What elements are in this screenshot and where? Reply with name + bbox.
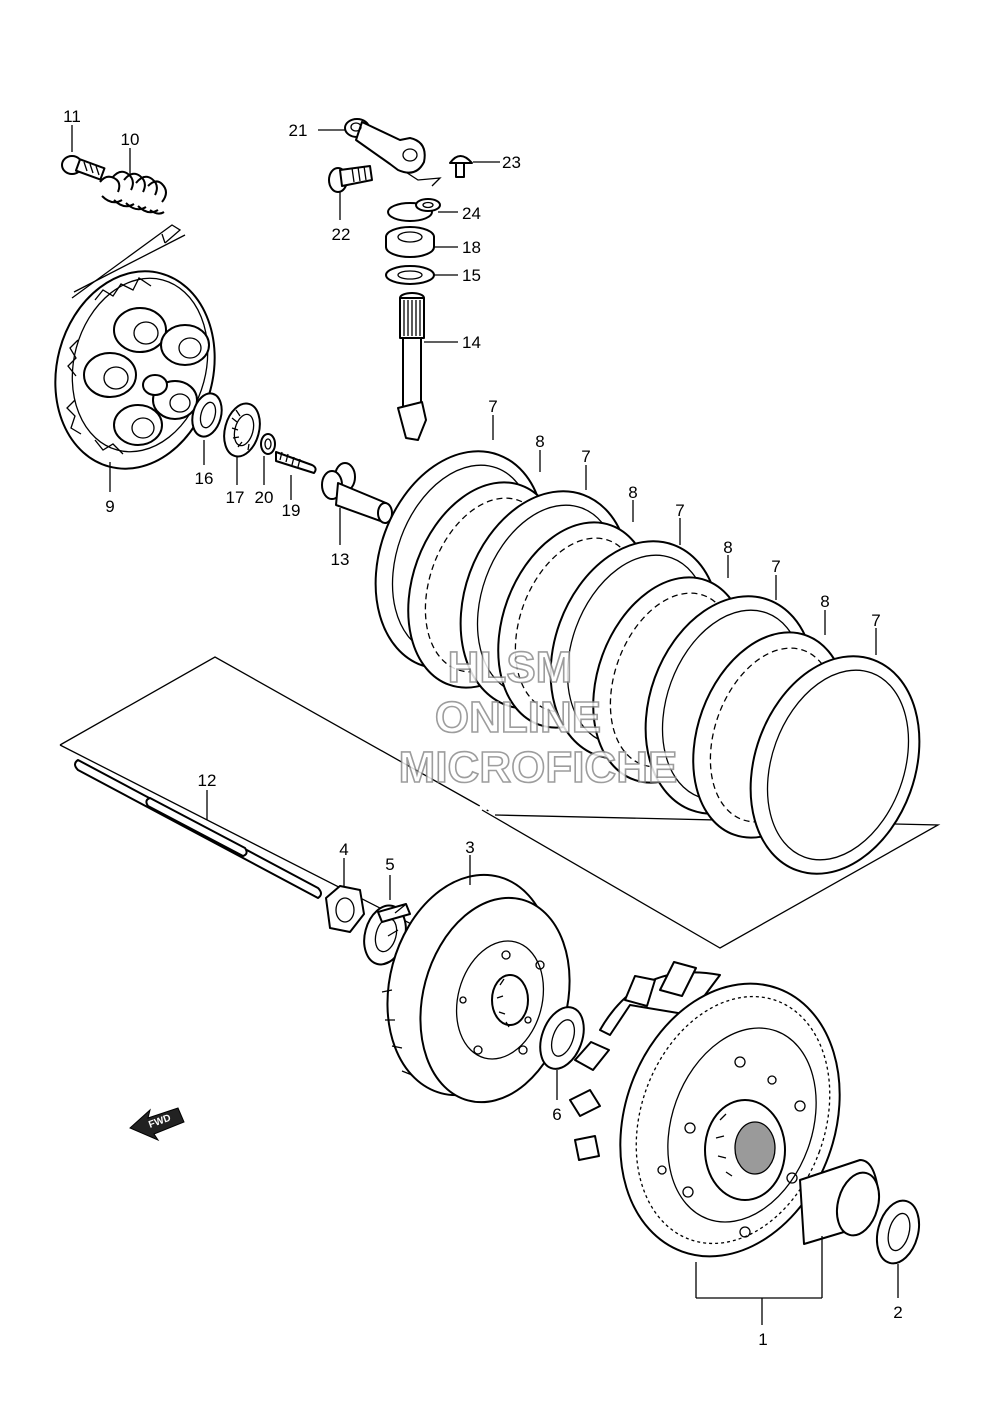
part-7-drive-plate-e bbox=[749, 628, 921, 875]
callout-19: 19 bbox=[282, 501, 301, 520]
callout-8b: 8 bbox=[628, 483, 637, 502]
callout-18: 18 bbox=[462, 238, 481, 257]
callout-7d: 7 bbox=[771, 557, 780, 576]
part-12-push-rod bbox=[74, 759, 322, 899]
callout-8d: 8 bbox=[820, 592, 829, 611]
callout-7a: 7 bbox=[488, 397, 497, 416]
part-18-oil-seal bbox=[385, 226, 458, 258]
part-6-washer bbox=[539, 1006, 585, 1100]
callout-22: 22 bbox=[332, 225, 351, 244]
callout-9: 9 bbox=[105, 497, 114, 516]
callout-24: 24 bbox=[462, 204, 481, 223]
part-15-washer bbox=[385, 265, 458, 285]
callout-14: 14 bbox=[462, 333, 481, 352]
part-20-washer bbox=[260, 433, 276, 485]
part-4-nut bbox=[325, 858, 365, 933]
callout-16: 16 bbox=[195, 469, 214, 488]
watermark-line3: MICROFICHE bbox=[399, 743, 678, 792]
callout-7b: 7 bbox=[581, 447, 590, 466]
callout-12: 12 bbox=[198, 771, 217, 790]
callout-15: 15 bbox=[462, 266, 481, 285]
part-24-washer bbox=[387, 198, 458, 222]
callout-4: 4 bbox=[339, 840, 348, 859]
fwd-direction-arrow: FWD bbox=[129, 1107, 185, 1142]
part-1-clutch-housing bbox=[569, 961, 881, 1325]
watermark-line1: HLSM bbox=[448, 643, 573, 692]
part-22-bolt bbox=[328, 165, 373, 220]
part-19-rod bbox=[275, 451, 317, 500]
watermark-line2: ONLINE bbox=[435, 693, 601, 742]
callout-11: 11 bbox=[63, 107, 81, 126]
part-16-washer bbox=[191, 392, 223, 465]
callout-1: 1 bbox=[758, 1330, 767, 1349]
part-9-pressure-plate bbox=[54, 270, 216, 492]
part-2-washer bbox=[875, 1199, 921, 1298]
part-17-bearing bbox=[223, 402, 261, 485]
part-14-release-shaft bbox=[397, 292, 458, 441]
callout-2: 2 bbox=[893, 1303, 902, 1322]
callout-7c: 7 bbox=[675, 501, 684, 520]
callout-6: 6 bbox=[552, 1105, 561, 1124]
callout-8a: 8 bbox=[535, 432, 544, 451]
callout-10: 10 bbox=[121, 130, 140, 149]
watermark: HLSM ONLINE MICROFICHE bbox=[398, 642, 678, 793]
part-23-screw bbox=[449, 155, 500, 178]
callout-labels: 1 2 3 4 5 6 7 7 7 7 7 8 8 8 8 9 10 11 12… bbox=[63, 107, 903, 1349]
callout-3: 3 bbox=[465, 838, 474, 857]
part-21-release-arm bbox=[318, 118, 426, 174]
callout-7e: 7 bbox=[871, 611, 880, 630]
callout-23: 23 bbox=[502, 153, 521, 172]
part-10-spring bbox=[99, 148, 167, 215]
group-outline-pressure bbox=[71, 224, 186, 299]
part-3-sleeve-hub bbox=[381, 855, 571, 1104]
part-5-lock-washer bbox=[363, 875, 411, 966]
callout-5: 5 bbox=[385, 855, 394, 874]
callout-21: 21 bbox=[289, 121, 308, 140]
part-13-push-piece bbox=[321, 462, 393, 545]
callout-17: 17 bbox=[226, 488, 245, 507]
callout-20: 20 bbox=[255, 488, 274, 507]
callout-8c: 8 bbox=[723, 538, 732, 557]
callout-13: 13 bbox=[331, 550, 350, 569]
part-11-bolt bbox=[61, 125, 106, 181]
